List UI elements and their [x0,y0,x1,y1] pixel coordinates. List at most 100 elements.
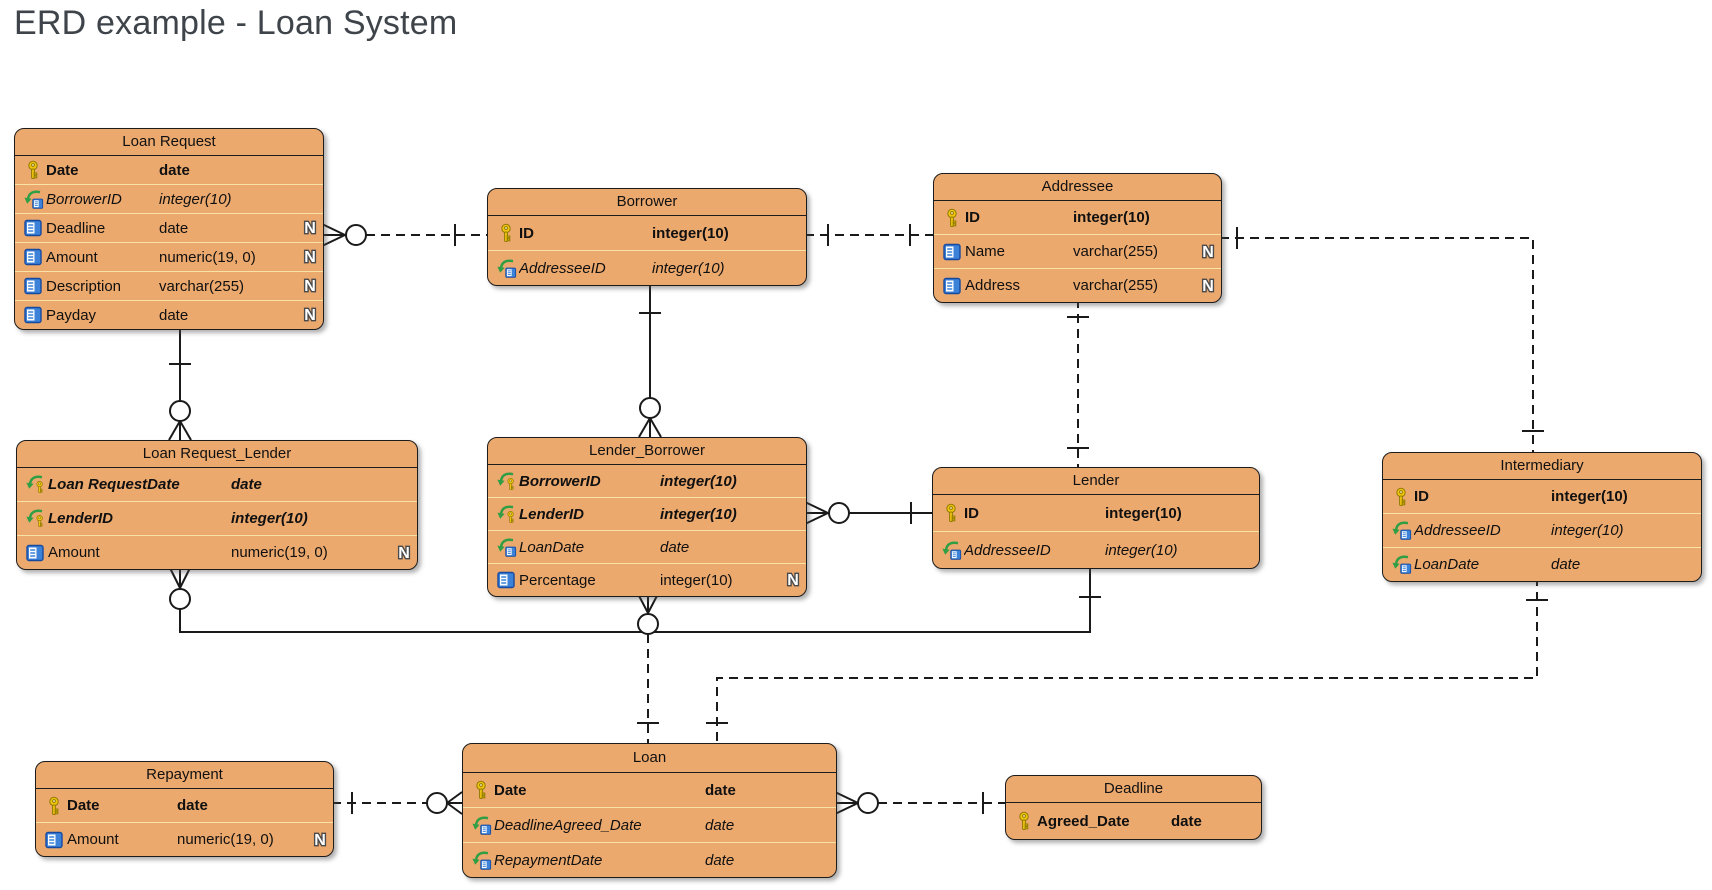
column-type: numeric(19, 0) [159,248,256,266]
page-title: ERD example - Loan System [14,4,458,42]
connector-addressee-lender[interactable] [1067,299,1089,467]
svg-text:N: N [304,249,316,266]
connector-intermediary-loan[interactable] [706,577,1548,743]
connector-loan-request-loan-request-lender[interactable] [168,322,192,441]
column-type: varchar(255) [159,277,245,295]
connector-lender-borrower-lender[interactable] [804,501,932,525]
connector-lender-borrower-loan[interactable] [636,591,660,743]
column-name: Payday [46,306,97,324]
column-type: date [705,781,736,799]
nullable-icon: N [297,248,323,266]
column-icon [493,570,519,590]
nullable-icon: N [297,306,323,324]
column-name: Deadline [46,219,106,237]
column-name: Amount [67,831,119,848]
connector-loan-deadline[interactable] [834,791,1005,815]
column-icon [20,247,46,267]
column-type: date [705,851,735,869]
connector-borrower-addressee[interactable] [805,224,933,246]
column-name: ID [519,224,534,242]
column-name: LenderID [519,505,585,523]
column-type: integer(10) [1073,209,1150,226]
column-name: Address [965,277,1021,294]
column-row[interactable]: ID integer(10) [488,216,806,250]
column-type: varchar(255) [1073,243,1159,260]
column-name: ID [964,504,979,522]
column-name: Date [67,797,100,814]
column-type: integer(10) [652,224,729,242]
foreign-key-icon [938,540,964,560]
primary-key-icon [1011,811,1037,831]
primary-key-icon [20,160,46,180]
primary-key-icon [41,796,67,816]
column-row[interactable]: Payday date N [15,300,323,329]
primary-foreign-key-icon [22,475,48,495]
entity-title: Loan [463,744,836,773]
column-type: integer(10) [1551,488,1628,505]
svg-text:N: N [304,278,316,295]
primary-foreign-key-icon [493,471,519,491]
nullable-icon: N [780,571,806,589]
column-type: integer(10) [652,259,725,277]
column-icon [22,543,48,563]
connector-borrower-lender-borrower[interactable] [638,283,662,438]
connector-loan-request-borrower[interactable] [321,223,487,247]
nullable-icon: N [391,544,417,562]
connector-repayment-loan[interactable] [332,791,463,815]
column-type: integer(10) [660,571,733,589]
column-type: date [660,538,690,556]
column-type: date [159,306,189,324]
column-name: AddresseeID [964,541,1051,559]
column-icon [939,242,965,262]
primary-key-icon [1388,487,1414,507]
entity-title: Loan Request [15,129,323,156]
column-type: date [1551,556,1581,573]
entity-title: Lender_Borrower [488,438,806,465]
connector-addressee-intermediary[interactable] [1220,227,1544,452]
primary-foreign-key-icon [22,509,48,529]
column-name: BorrowerID [519,472,601,490]
foreign-key-icon [468,815,494,835]
column-row[interactable]: LoanDate date [488,530,806,563]
connector-lender-loan-request-lender[interactable] [168,565,1101,633]
column-name: LoanDate [519,538,585,556]
column-name: Loan RequestDate [48,476,180,493]
